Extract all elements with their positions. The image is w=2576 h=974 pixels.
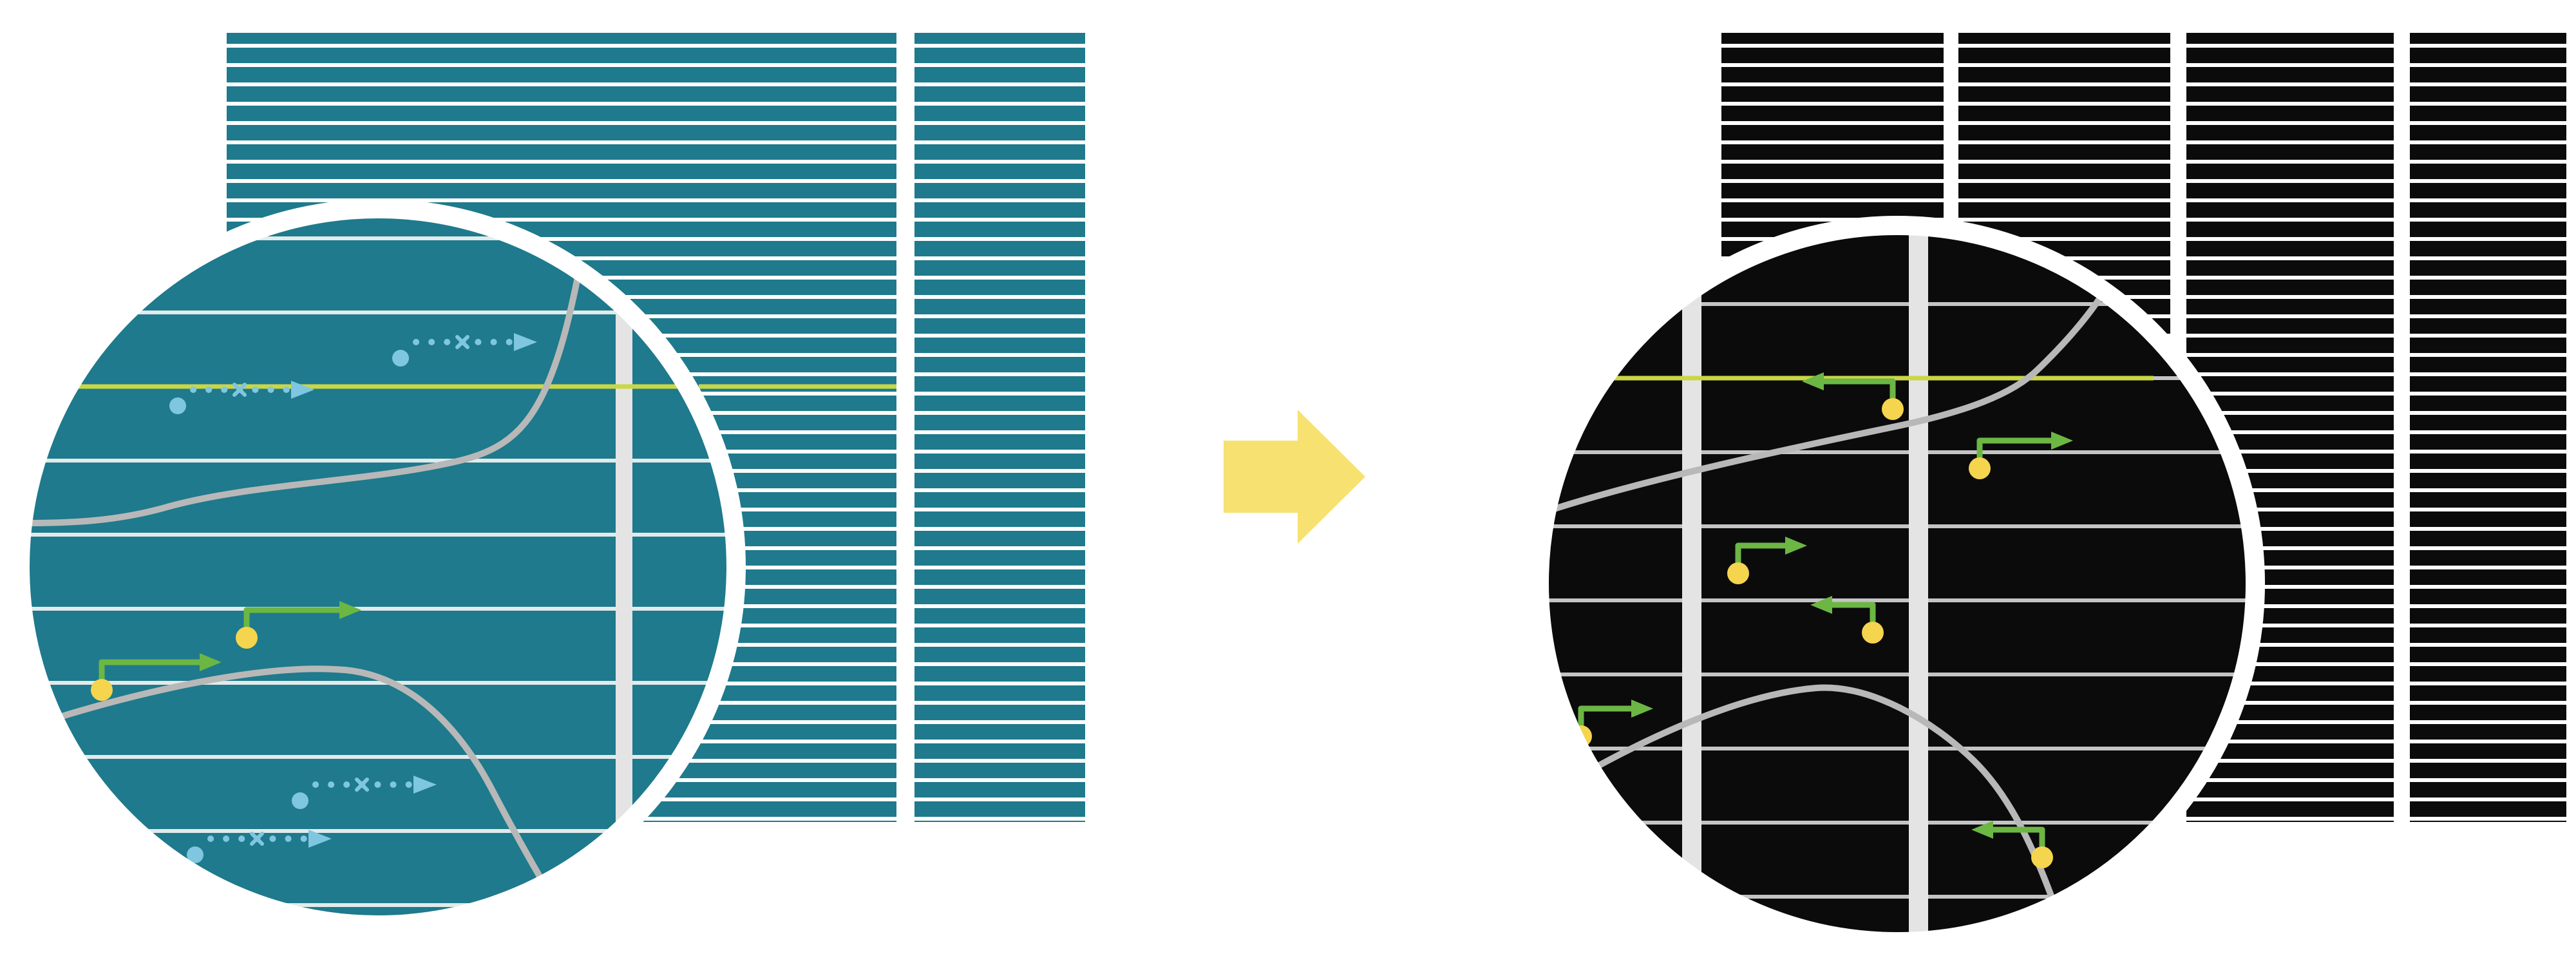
left-zoom-fingers [25, 214, 731, 920]
left-zoom-busbar [616, 214, 632, 920]
right-zoom-busbar-2 [1909, 231, 1928, 937]
magnifier-ring [10, 199, 746, 935]
mobile-dislocation-marker [187, 830, 332, 863]
transition-arrow-icon [1224, 410, 1365, 544]
mobile-dislocation-marker [169, 381, 314, 414]
grain-boundary-line [25, 224, 591, 526]
pinned-dislocation-marker [1969, 432, 2073, 479]
right-zoom-fingers [1544, 231, 2250, 937]
magnifier-ring [1530, 216, 2265, 951]
right-zoom-markers [1570, 372, 2073, 868]
right-magnifier [1530, 216, 2265, 951]
mobile-dislocation-marker [392, 333, 537, 367]
left-cell-segment-2-fingers [914, 33, 1085, 822]
left-magnifier-content [25, 214, 731, 920]
pinned-dislocation-marker [1810, 596, 1884, 644]
right-zoom-busbar-1 [1682, 231, 1701, 937]
left-magnifier [10, 199, 746, 935]
right-cell-segment-4-fingers [2410, 33, 2566, 822]
grain-boundary-line [1544, 251, 2130, 515]
mobile-dislocation-marker [292, 776, 437, 809]
pinned-dislocation-marker [1727, 537, 1807, 584]
grain-boundary-line [25, 665, 580, 920]
pinned-dislocation-marker [91, 653, 222, 701]
pinned-dislocation-marker [236, 601, 361, 649]
right-magnifier-content [1544, 231, 2250, 937]
pinned-dislocation-marker [1971, 821, 2053, 868]
pinned-dislocation-marker [1802, 372, 1904, 420]
left-zoom-markers [91, 333, 537, 863]
